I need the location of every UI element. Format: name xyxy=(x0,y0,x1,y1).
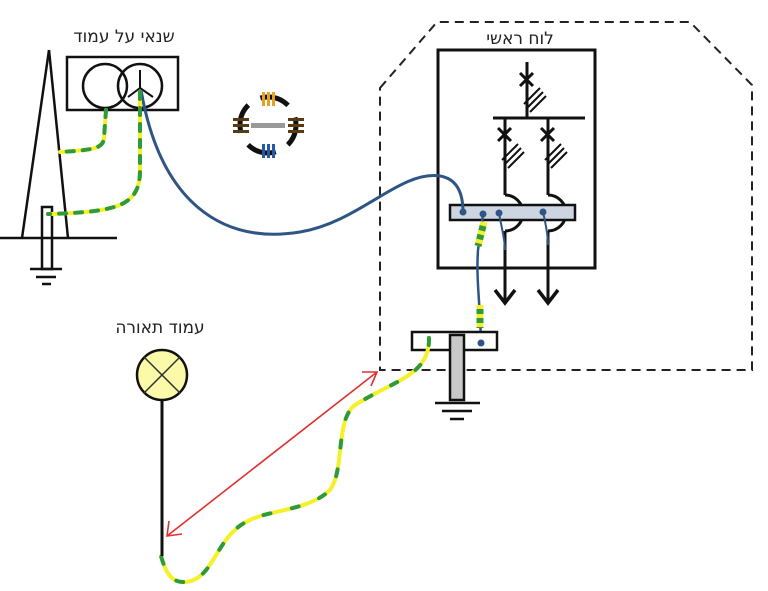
company-logo xyxy=(233,92,304,158)
neutral-cable xyxy=(139,89,465,236)
star-point-symbol xyxy=(127,70,154,98)
terminal-dots xyxy=(459,208,547,218)
earth-conductors xyxy=(46,90,432,585)
earth-sleeves xyxy=(474,221,488,328)
transformer-primary-coil xyxy=(81,62,129,110)
pen-link-wire xyxy=(476,214,485,344)
utility-pole xyxy=(0,49,117,271)
neutral-busbar xyxy=(448,203,577,222)
branch-breaker-2 xyxy=(536,118,568,306)
enclosure-outline xyxy=(379,21,753,371)
ground-symbol-pole xyxy=(30,267,62,286)
transformer-label: שנאי על עמוד xyxy=(73,27,175,47)
distance-arrow xyxy=(166,371,379,537)
lamp-cross xyxy=(143,356,181,394)
earth-terminal-dot xyxy=(477,339,485,347)
transformer-box xyxy=(65,55,180,112)
light-pole-label: עמוד תאורה xyxy=(115,318,205,338)
neutral-jumper-1 xyxy=(498,212,506,251)
ground-symbol-panel xyxy=(435,401,480,421)
main-breaker xyxy=(493,62,585,120)
ground-rod xyxy=(448,333,466,402)
main-panel-label: לוח ראשי xyxy=(486,29,554,49)
branch-breaker-1 xyxy=(493,118,525,306)
